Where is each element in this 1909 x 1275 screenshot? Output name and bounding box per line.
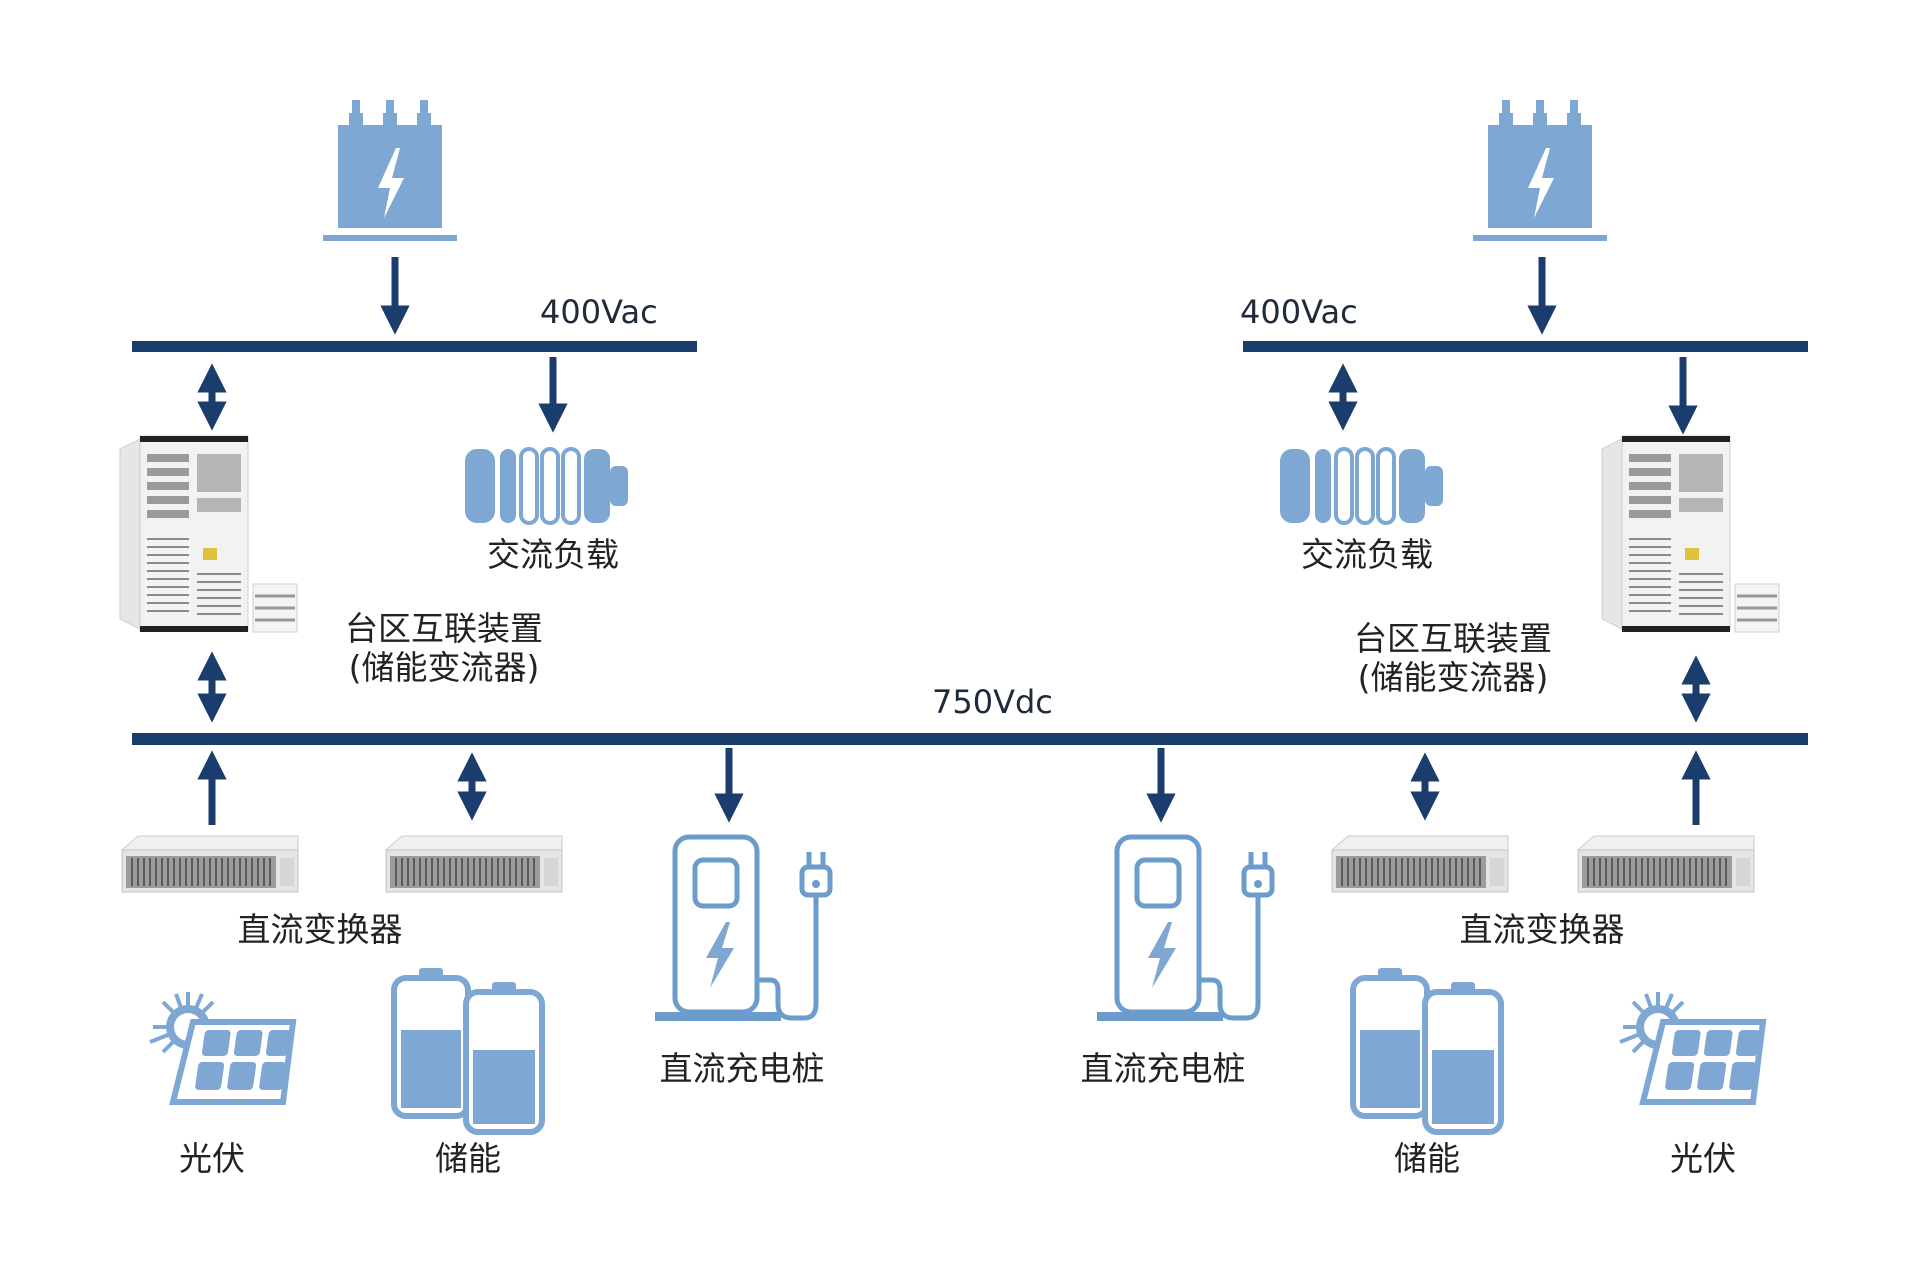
ac-load-right-icon	[1278, 447, 1445, 525]
pv-right-icon	[1620, 992, 1763, 1102]
interconnect-left-sublabel: (储能变流器)	[348, 648, 540, 687]
interconnect-left-label: 台区互联装置	[345, 609, 543, 648]
storage-left-icon	[394, 968, 542, 1132]
dc-converter-right-pv-icon	[1577, 835, 1755, 893]
dc-charger-left-icon	[655, 837, 830, 1021]
dc-converter-left-storage-icon	[385, 835, 563, 893]
dc-converter-left-pv-icon	[121, 835, 299, 893]
pcs-cabinet-left-icon	[118, 434, 299, 634]
dc-converter-right-label: 直流变换器	[1459, 910, 1625, 949]
dc-bus	[132, 733, 1808, 745]
ac-bus-right-voltage: 400Vac	[1240, 293, 1358, 331]
dc-charger-right-label: 直流充电桩	[1080, 1049, 1246, 1088]
pv-left-icon	[150, 992, 293, 1102]
dc-charger-right-icon	[1097, 837, 1272, 1021]
transformer-left-icon	[323, 100, 457, 241]
ac-bus-right	[1243, 341, 1808, 352]
dc-charger-left-label: 直流充电桩	[659, 1049, 825, 1088]
dc-converter-left-label: 直流变换器	[237, 910, 403, 949]
interconnect-right-label: 台区互联装置	[1354, 619, 1552, 658]
ac-load-right-label: 交流负载	[1301, 535, 1433, 574]
ac-bus-left-voltage: 400Vac	[540, 293, 658, 331]
storage-left-label: 储能	[435, 1139, 501, 1178]
pv-left-label: 光伏	[179, 1139, 245, 1178]
pcs-cabinet-right-icon	[1600, 434, 1781, 634]
interconnect-right-sublabel: (储能变流器)	[1357, 658, 1549, 697]
storage-right-icon	[1353, 968, 1501, 1132]
dc-converter-right-storage-icon	[1331, 835, 1509, 893]
ac-load-left-label: 交流负载	[487, 535, 619, 574]
ac-bus-left	[132, 341, 697, 352]
dc-bus-voltage: 750Vdc	[932, 683, 1053, 721]
storage-right-label: 储能	[1394, 1139, 1460, 1178]
transformer-right-icon	[1473, 100, 1607, 241]
ac-load-left-icon	[463, 447, 630, 525]
pv-right-label: 光伏	[1670, 1139, 1736, 1178]
